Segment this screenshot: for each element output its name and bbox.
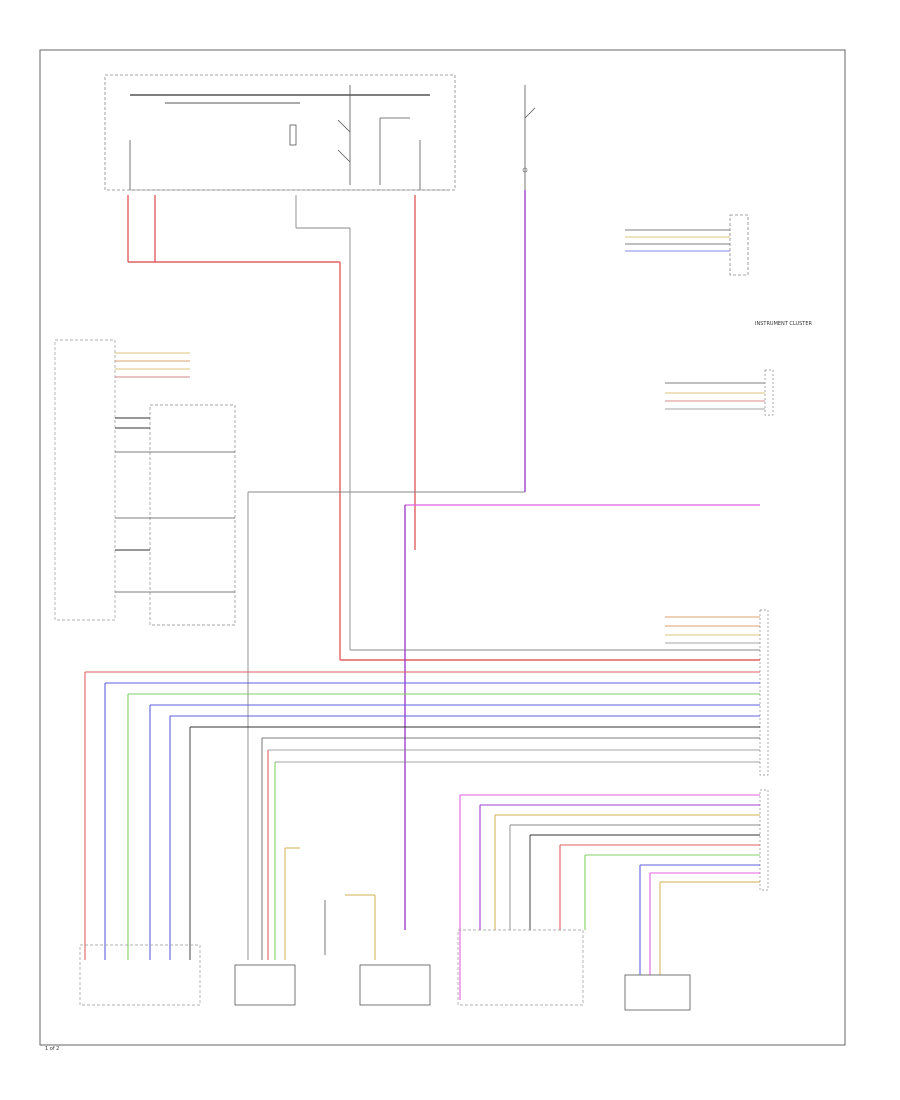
red-wire-group	[127, 195, 760, 661]
components-bottom	[79, 929, 691, 1011]
bus-wires	[84, 671, 760, 960]
left-module	[54, 339, 236, 626]
lower-wires	[459, 789, 769, 1000]
fuse-box	[104, 74, 456, 191]
gray-wire-group	[295, 195, 760, 651]
instrument-cluster: INSTRUMENT CLUSTER	[625, 214, 813, 327]
fuse-feed-right	[522, 85, 536, 190]
instrument-cluster-label: INSTRUMENT CLUSTER	[755, 321, 813, 327]
magenta-wire	[404, 504, 760, 930]
brake-switch-wires	[261, 738, 760, 960]
diagram-frame	[39, 49, 846, 1046]
tcm-connector-top	[665, 369, 774, 416]
clutch-wiring	[324, 894, 376, 960]
tcm-connector-main	[665, 609, 769, 776]
purple-wire	[247, 190, 526, 960]
page-number: 1 of 2	[45, 1046, 59, 1052]
